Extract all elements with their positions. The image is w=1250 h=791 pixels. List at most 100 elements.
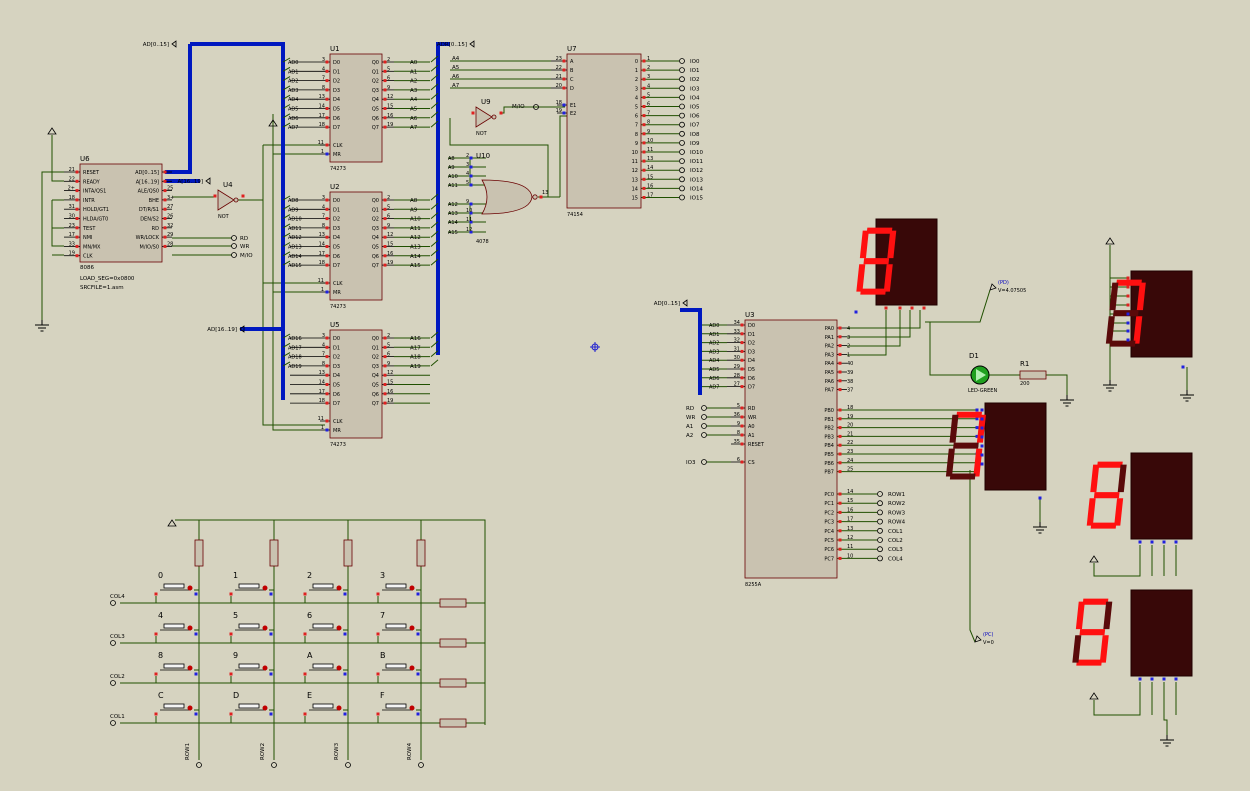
cpu-terminal-1 bbox=[231, 243, 237, 249]
latch-u2-in-net-label: AD10 bbox=[288, 217, 302, 223]
resistor-ref: R1 bbox=[1020, 360, 1029, 368]
latch-u5-in-pin-number: 14 bbox=[319, 380, 325, 386]
display-pin bbox=[1038, 496, 1042, 500]
segment-c bbox=[1099, 635, 1109, 663]
latch-u1-out-pin-marker bbox=[383, 79, 387, 83]
u7-pin-marker bbox=[562, 59, 566, 63]
keypad-key-E[interactable]: E bbox=[307, 691, 342, 711]
latch-u2-out-net: A14 bbox=[410, 254, 421, 260]
segment-a bbox=[866, 227, 893, 234]
latch-u5 bbox=[329, 329, 383, 439]
u7-pin-marker bbox=[642, 123, 646, 127]
u10-label: 4078 bbox=[476, 239, 489, 245]
keypad-key-2[interactable]: 2 bbox=[307, 571, 342, 591]
bus-entry bbox=[282, 214, 291, 220]
latch-u5-in-pin-number: 3 bbox=[322, 333, 325, 339]
u7-pin-marker bbox=[642, 77, 646, 81]
u10-pin-number: 13 bbox=[542, 190, 548, 196]
keypad-key-4[interactable]: 4 bbox=[158, 611, 193, 631]
latch-u2-in-pin-number: 18 bbox=[319, 260, 325, 266]
latch-u1-out-pin-marker bbox=[383, 60, 387, 64]
segment-e bbox=[856, 264, 866, 292]
u10-pin-marker bbox=[469, 202, 473, 206]
u7-pin-marker bbox=[562, 103, 566, 107]
key-cap bbox=[385, 623, 407, 629]
u3-pc-terminal bbox=[877, 509, 883, 516]
u3-pin-number: 31 bbox=[734, 346, 740, 352]
bus-label-text: ADR[0..15] bbox=[437, 42, 467, 48]
keypad-key-3[interactable]: 3 bbox=[380, 571, 415, 591]
keypad-key-8[interactable]: 8 bbox=[158, 651, 193, 671]
keypad-key-B[interactable]: B bbox=[380, 651, 415, 671]
bus-label-a-top: A[16..19] bbox=[177, 177, 211, 185]
keypad-key-A[interactable]: A bbox=[307, 651, 342, 671]
keypad-key-7[interactable]: 7 bbox=[380, 611, 415, 631]
u4-pin-marker bbox=[241, 194, 245, 198]
cpu-right-pin-label: AD[0..15] bbox=[135, 170, 159, 176]
latch-u5-out-pin-number: 19 bbox=[387, 398, 393, 404]
u7-pin-marker bbox=[642, 86, 646, 90]
latch-u1-out-net: A7 bbox=[410, 125, 418, 131]
display-top-middle-pin bbox=[898, 306, 902, 310]
latch-u5-out-pin-label: Q1 bbox=[372, 345, 379, 351]
latch-u5-out-pin-marker bbox=[383, 383, 387, 386]
display-right-top-pin bbox=[1126, 321, 1130, 325]
latch-u2-clk-num: 11 bbox=[318, 278, 324, 284]
display-right-top-pin bbox=[1126, 303, 1130, 307]
latch-u2-in-pin-label: D3 bbox=[333, 226, 340, 232]
keypad-key-6[interactable]: 6 bbox=[307, 611, 342, 631]
latch-u5-out-pin-marker bbox=[383, 345, 387, 349]
u3-pin-label: PA0 bbox=[825, 326, 834, 332]
u3-pin-marker bbox=[838, 492, 842, 496]
keypad-key-5[interactable]: 5 bbox=[233, 611, 268, 631]
keypad-power bbox=[167, 519, 177, 527]
voltage-probe-bottom: (PC)V=0 bbox=[974, 632, 994, 646]
latch-u5-in-pin-label: D0 bbox=[333, 336, 340, 342]
bus-entry bbox=[282, 94, 291, 100]
bus-entry bbox=[282, 232, 291, 238]
u3-pin-marker bbox=[740, 367, 744, 371]
display-pin bbox=[1181, 365, 1185, 369]
u3-pb-dot bbox=[975, 408, 979, 412]
key-cap bbox=[163, 663, 185, 669]
u10-pin-marker bbox=[469, 165, 473, 169]
keypad-pullup-resistor bbox=[416, 539, 426, 567]
keypad-key-0[interactable]: 0 bbox=[158, 571, 193, 591]
not-gate-u9-label: NOT bbox=[476, 131, 488, 137]
keypad-key-9[interactable]: 9 bbox=[233, 651, 268, 671]
keypad-key-F[interactable]: F bbox=[380, 691, 415, 711]
segment-c bbox=[973, 448, 983, 477]
latch-u1-in-pin-number: 4 bbox=[322, 66, 325, 72]
display-top-middle-pin bbox=[910, 306, 914, 310]
cpu-left-pin-label: NMI bbox=[83, 235, 93, 241]
latch-u1-in-net-label: AD3 bbox=[288, 88, 298, 94]
latch-u1-out-pin-number: 9 bbox=[387, 85, 390, 91]
key-contact-dot bbox=[187, 705, 193, 711]
u7-ref: U7 bbox=[567, 45, 577, 53]
display-middle bbox=[945, 402, 1047, 491]
latch-u5-pin-marker bbox=[325, 428, 329, 432]
u3-pin-marker bbox=[838, 426, 842, 430]
r1-ground-wire bbox=[1046, 374, 1068, 395]
cpu-left-pin-number: 18 bbox=[69, 195, 75, 201]
latch-u2-out-pin-marker bbox=[383, 226, 387, 230]
key-label: 7 bbox=[380, 611, 385, 620]
ad-bus-u3 bbox=[680, 308, 702, 395]
u7-pin-number: 17 bbox=[647, 193, 653, 199]
keypad-pullup-resistor bbox=[343, 539, 353, 567]
latch-u2-in-pin-label: D2 bbox=[333, 217, 340, 223]
u7-pin-marker bbox=[642, 95, 646, 99]
u7-out-label: IO0 bbox=[690, 59, 700, 65]
power-arrow bbox=[1089, 692, 1099, 700]
keypad-key-C[interactable]: C bbox=[158, 691, 193, 711]
keypad-key-D[interactable]: D bbox=[233, 691, 268, 711]
pa-display-wire bbox=[847, 310, 887, 356]
keypad-key-1[interactable]: 1 bbox=[233, 571, 268, 591]
latch-u2-in-pin-number: 17 bbox=[319, 251, 325, 257]
u3-pin-marker bbox=[838, 501, 842, 505]
latch-u2-in-net-label: AD9 bbox=[288, 207, 298, 213]
u3-pin-number: 36 bbox=[734, 412, 740, 418]
u3-pin-marker bbox=[838, 470, 842, 474]
cpu-left-pin-number: 33 bbox=[69, 241, 75, 247]
